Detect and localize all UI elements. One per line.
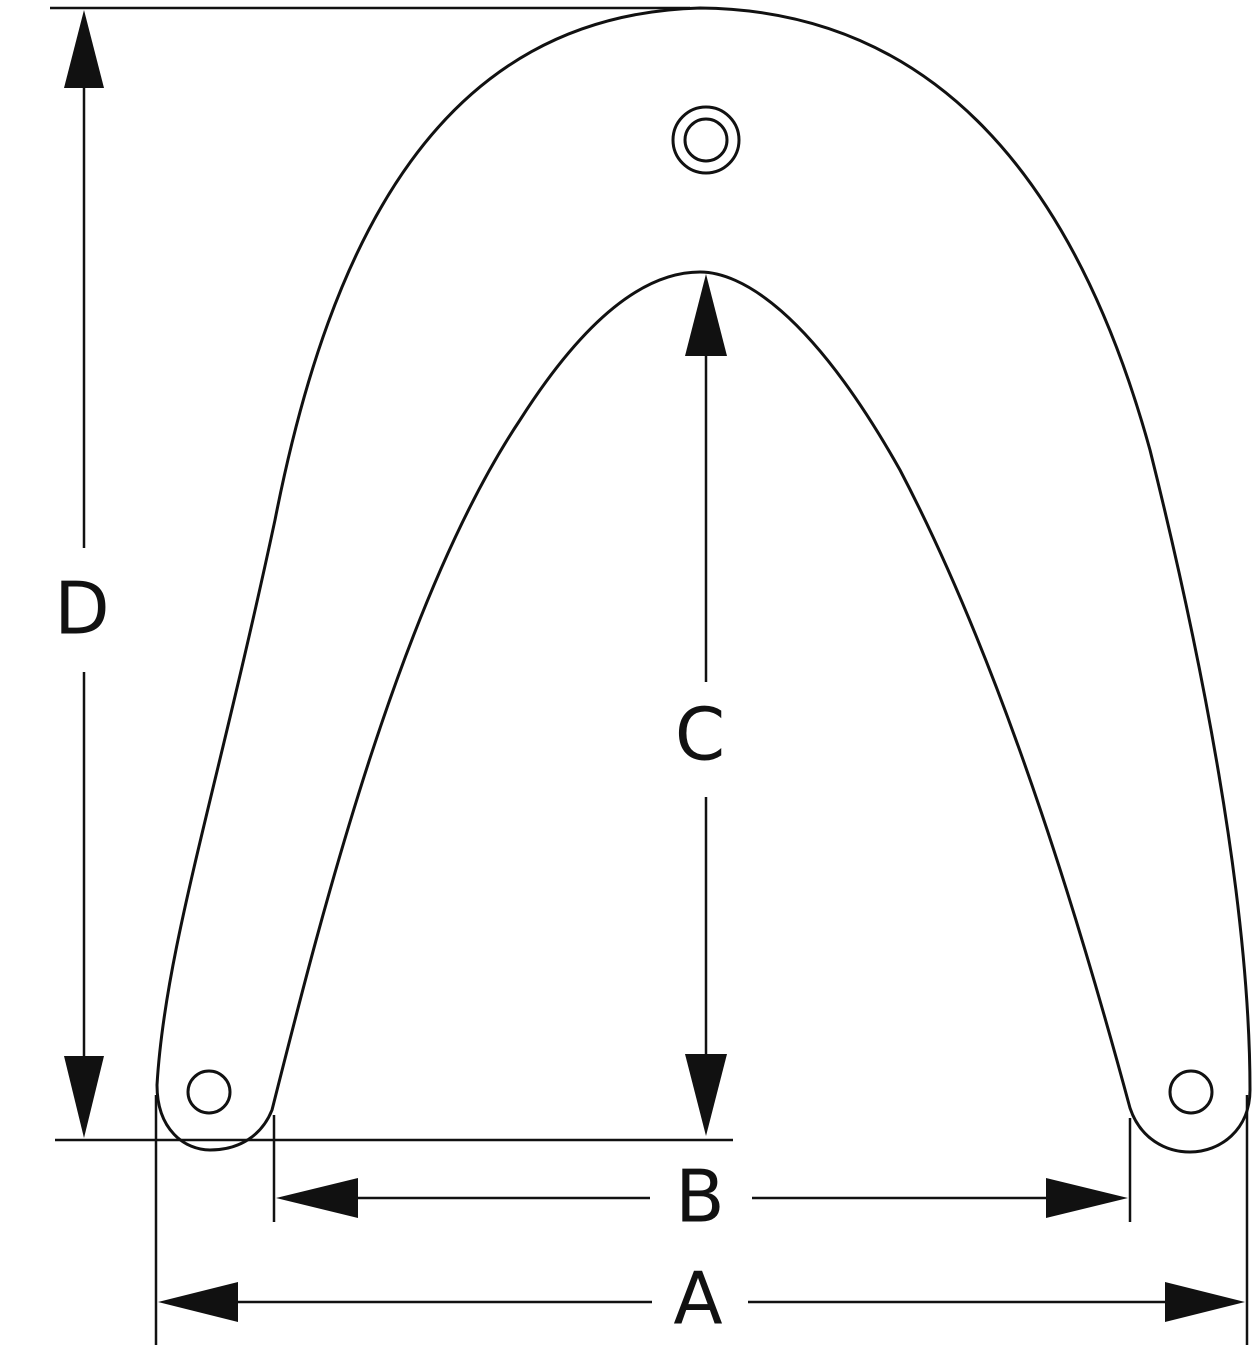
arrow-d-bottom (64, 1056, 104, 1138)
right-hole (1168, 1069, 1214, 1115)
top-hole-inner-ring (683, 117, 729, 163)
arrow-b-left (276, 1178, 358, 1218)
arrow-d-top (64, 10, 104, 88)
bracket-outer-outline (155, 6, 1252, 1154)
arrow-b-right (1046, 1178, 1128, 1218)
dimension-label-a: A (673, 1257, 722, 1341)
arrow-a-left (158, 1282, 238, 1322)
arrow-c-bottom (685, 1054, 727, 1136)
dimension-label-d: D (54, 567, 109, 651)
top-hole-outer-ring (671, 105, 741, 175)
dimension-label-b: B (675, 1155, 724, 1239)
arrow-c-top (685, 274, 727, 356)
dimension-label-c: C (675, 693, 725, 777)
arrow-a-right (1165, 1282, 1245, 1322)
left-hole (186, 1069, 232, 1115)
